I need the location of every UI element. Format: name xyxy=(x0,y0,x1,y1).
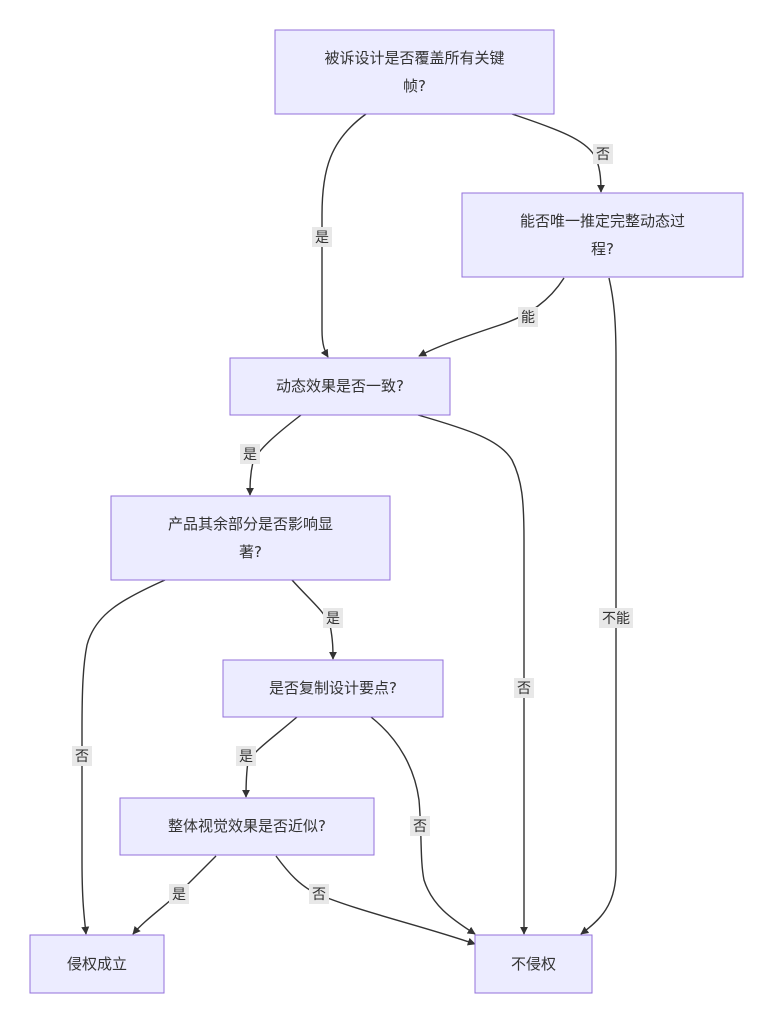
decision-node-other-parts: 产品其余部分是否影响显 著? xyxy=(110,495,391,581)
result-node-infringement: 侵权成立 xyxy=(29,934,165,994)
node-text-line-1: 被诉设计是否覆盖所有关键 xyxy=(324,49,504,67)
edge-q1-to-q3 xyxy=(320,113,367,358)
edge-label-q1-q2: 否 xyxy=(593,144,613,164)
edge-label-text: 否 xyxy=(312,887,326,903)
edge-label-q1-q3: 是 xyxy=(312,227,332,247)
edge-label-q6-ryes: 是 xyxy=(169,884,189,904)
node-text-line-1: 是否复制设计要点? xyxy=(269,679,397,697)
edge-label-q3-q4: 是 xyxy=(240,444,260,464)
node-text-line-1: 整体视觉效果是否近似? xyxy=(168,817,326,835)
edge-label-text: 是 xyxy=(315,230,329,246)
decision-node-copy-design-points: 是否复制设计要点? xyxy=(222,659,444,718)
node-text-line-1: 侵权成立 xyxy=(67,955,127,973)
edge-label-text: 是 xyxy=(243,447,257,463)
node-text-line-1: 不侵权 xyxy=(511,955,556,973)
decision-node-dynamic-effect: 动态效果是否一致? xyxy=(229,357,451,416)
decision-node-infer-process: 能否唯一推定完整动态过 程? xyxy=(461,192,744,278)
edge-label-q5-q6: 是 xyxy=(236,746,256,766)
edge-q6-to-rno xyxy=(275,855,476,946)
edge-label-q6-rno: 否 xyxy=(309,884,329,904)
edge-label-text: 否 xyxy=(596,147,610,163)
edge-q5-to-rno xyxy=(370,716,476,935)
node-text-line-1: 动态效果是否一致? xyxy=(276,377,404,395)
edge-label-q3-rno: 否 xyxy=(514,678,534,698)
decision-node-overall-visual: 整体视觉效果是否近似? xyxy=(119,797,375,856)
edge-label-q2-q3: 能 xyxy=(518,307,538,327)
edge-label-q4-q5: 是 xyxy=(323,608,343,628)
edge-q3-to-rno xyxy=(417,414,528,935)
edge-label-text: 是 xyxy=(239,749,253,765)
edge-label-q2-rno: 不能 xyxy=(599,608,633,628)
edge-label-q5-rno: 否 xyxy=(410,816,430,836)
edge-q4-to-ryes xyxy=(81,579,166,935)
result-node-no-infringement: 不侵权 xyxy=(474,934,593,994)
node-text-line-2: 帧? xyxy=(403,77,426,95)
edge-q1-to-q2 xyxy=(511,113,605,193)
edge-label-text: 不能 xyxy=(602,611,630,627)
edge-label-text: 是 xyxy=(172,887,186,903)
node-text-line-1: 产品其余部分是否影响显 xyxy=(168,515,333,533)
edge-label-text: 是 xyxy=(326,611,340,627)
decision-node-key-frames: 被诉设计是否覆盖所有关键 帧? xyxy=(274,29,555,115)
node-text-line-1: 能否唯一推定完整动态过 xyxy=(520,212,685,230)
edge-label-text: 能 xyxy=(521,310,535,326)
edge-q2-to-q3 xyxy=(418,277,565,357)
edge-label-text: 否 xyxy=(413,819,427,835)
edge-label-q4-ryes: 否 xyxy=(72,746,92,766)
edge-label-text: 否 xyxy=(517,681,531,697)
edge-label-text: 否 xyxy=(75,749,89,765)
node-text-line-2: 著? xyxy=(239,543,262,561)
node-text-line-2: 程? xyxy=(591,240,614,258)
edge-q2-to-rno xyxy=(580,277,617,935)
